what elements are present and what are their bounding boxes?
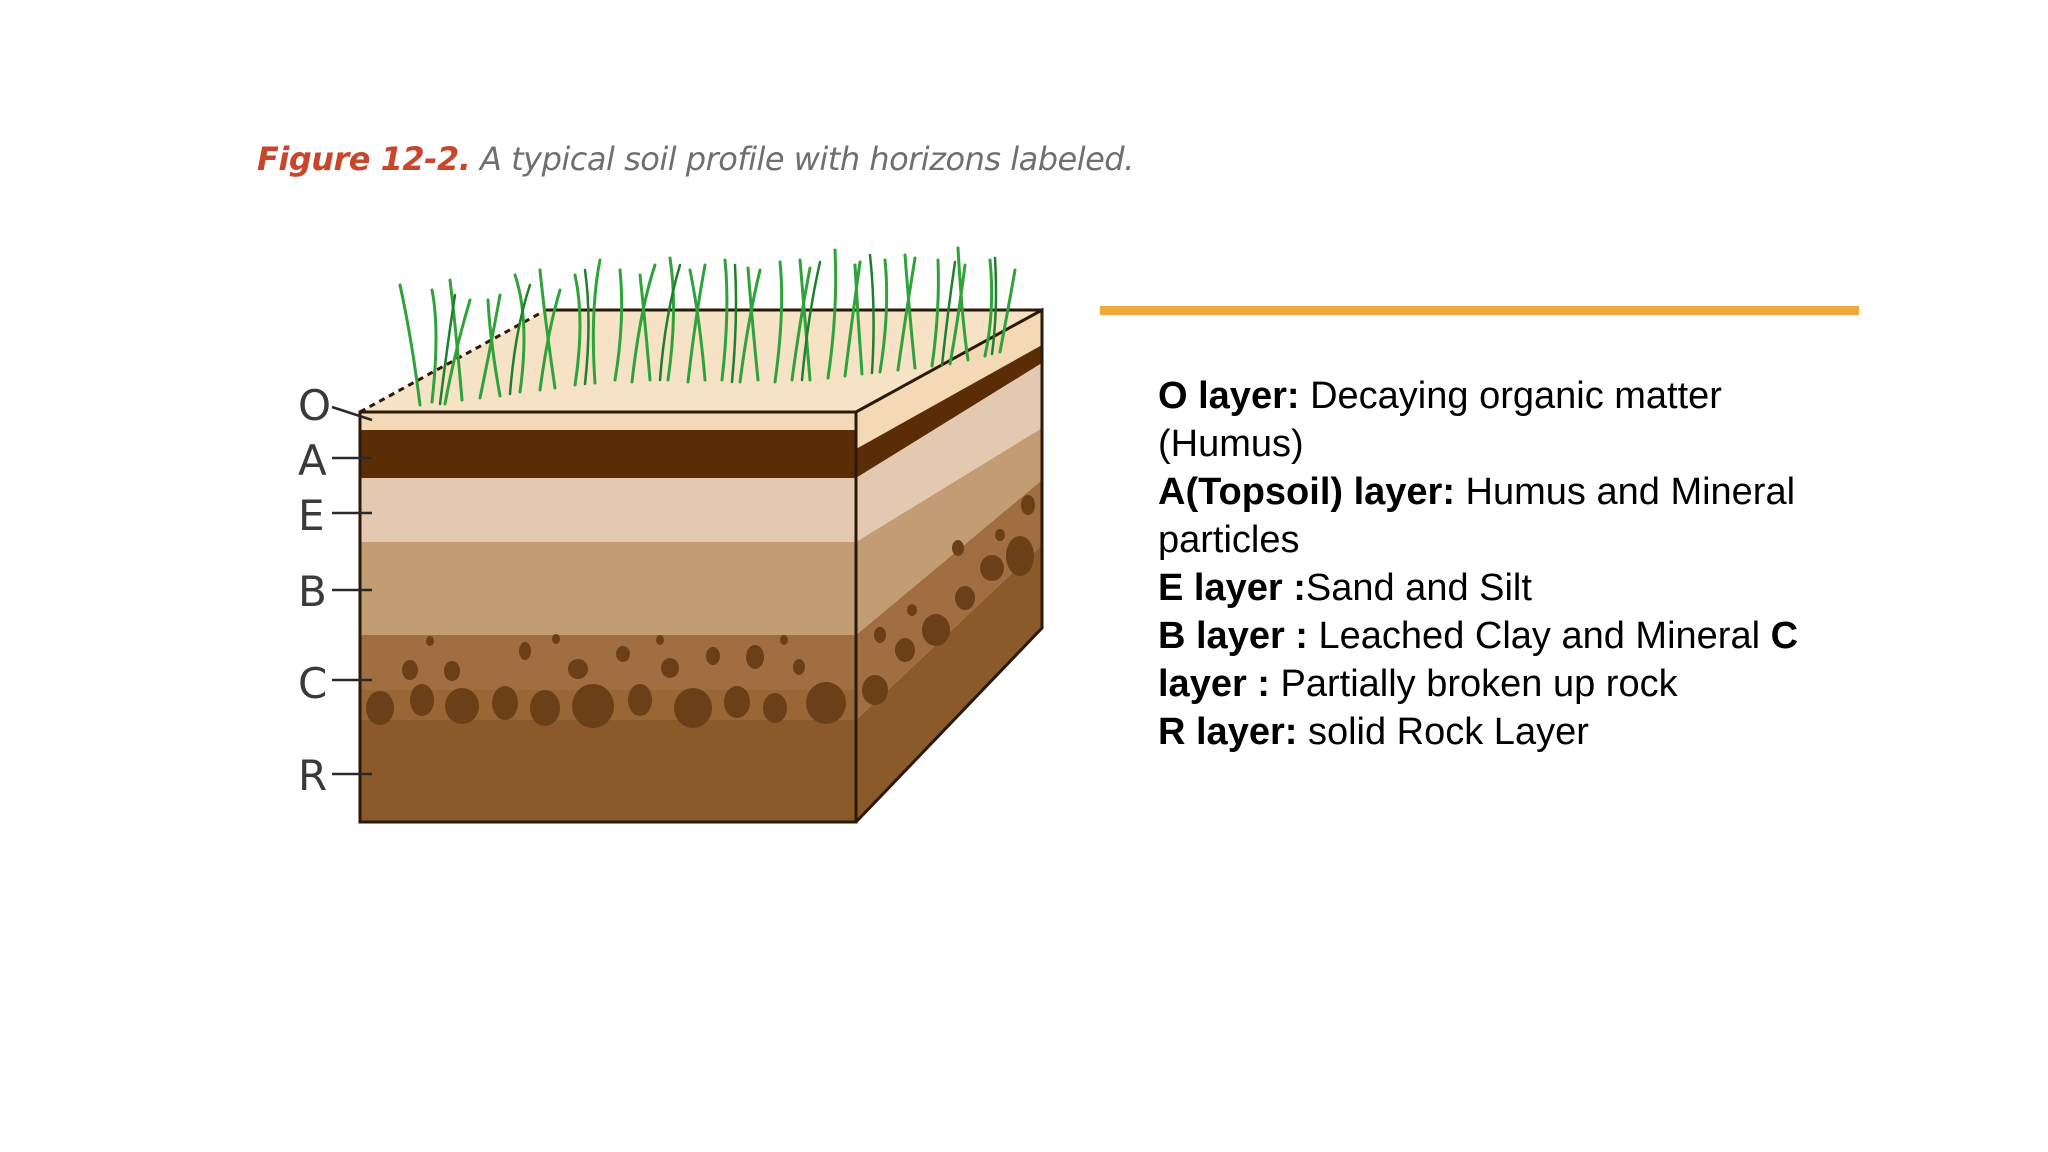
- grass-dark: [438, 253, 998, 406]
- soil-top-face: [360, 310, 1042, 412]
- horizon-label-e: E: [298, 491, 325, 540]
- figure-number: Figure 12-2.: [257, 140, 471, 178]
- horizon-labels: O A E B C R: [298, 381, 373, 800]
- horizon-label-r: R: [298, 751, 327, 800]
- legend-r-desc: solid Rock Layer: [1297, 711, 1589, 753]
- figure-caption-text: A typical soil profile with horizons lab…: [480, 140, 1134, 178]
- legend-c-term: C layer :: [1158, 615, 1799, 705]
- grass: [398, 246, 1017, 407]
- legend-e-term: E layer :: [1158, 567, 1306, 609]
- layer-r: [360, 720, 856, 822]
- horizon-label-c: C: [298, 659, 327, 708]
- legend-r-term: R layer:: [1158, 711, 1298, 753]
- legend-a-term: A(Topsoil) layer:: [1158, 471, 1455, 513]
- horizon-legend: O layer: Decaying organic matter (Humus)…: [1158, 372, 1878, 756]
- layer-e: [360, 478, 856, 542]
- soil-front-face: [360, 412, 856, 822]
- accent-divider: [1100, 306, 1859, 315]
- legend-o-desc: Decaying organic matter (Humus): [1158, 375, 1722, 465]
- soil-side-face: [856, 310, 1042, 822]
- legend-b-desc: Leached Clay and Mineral: [1307, 615, 1771, 657]
- figure-caption: Figure 12-2. A typical soil profile with…: [257, 140, 1134, 178]
- legend-o-term: O layer:: [1158, 375, 1300, 417]
- legend-a-desc: Humus and Mineral particles: [1158, 471, 1796, 561]
- horizon-label-o: O: [298, 381, 331, 430]
- horizon-label-a: A: [298, 436, 327, 485]
- rocks: [366, 495, 1035, 728]
- horizon-label-b: B: [298, 567, 327, 616]
- legend-b-term: B layer :: [1158, 615, 1308, 657]
- layer-b: [360, 542, 856, 635]
- legend-e-desc: Sand and Silt: [1305, 567, 1532, 609]
- legend-c-desc: Partially broken up rock: [1269, 663, 1678, 705]
- layer-o: [360, 412, 856, 430]
- layer-a: [360, 430, 856, 478]
